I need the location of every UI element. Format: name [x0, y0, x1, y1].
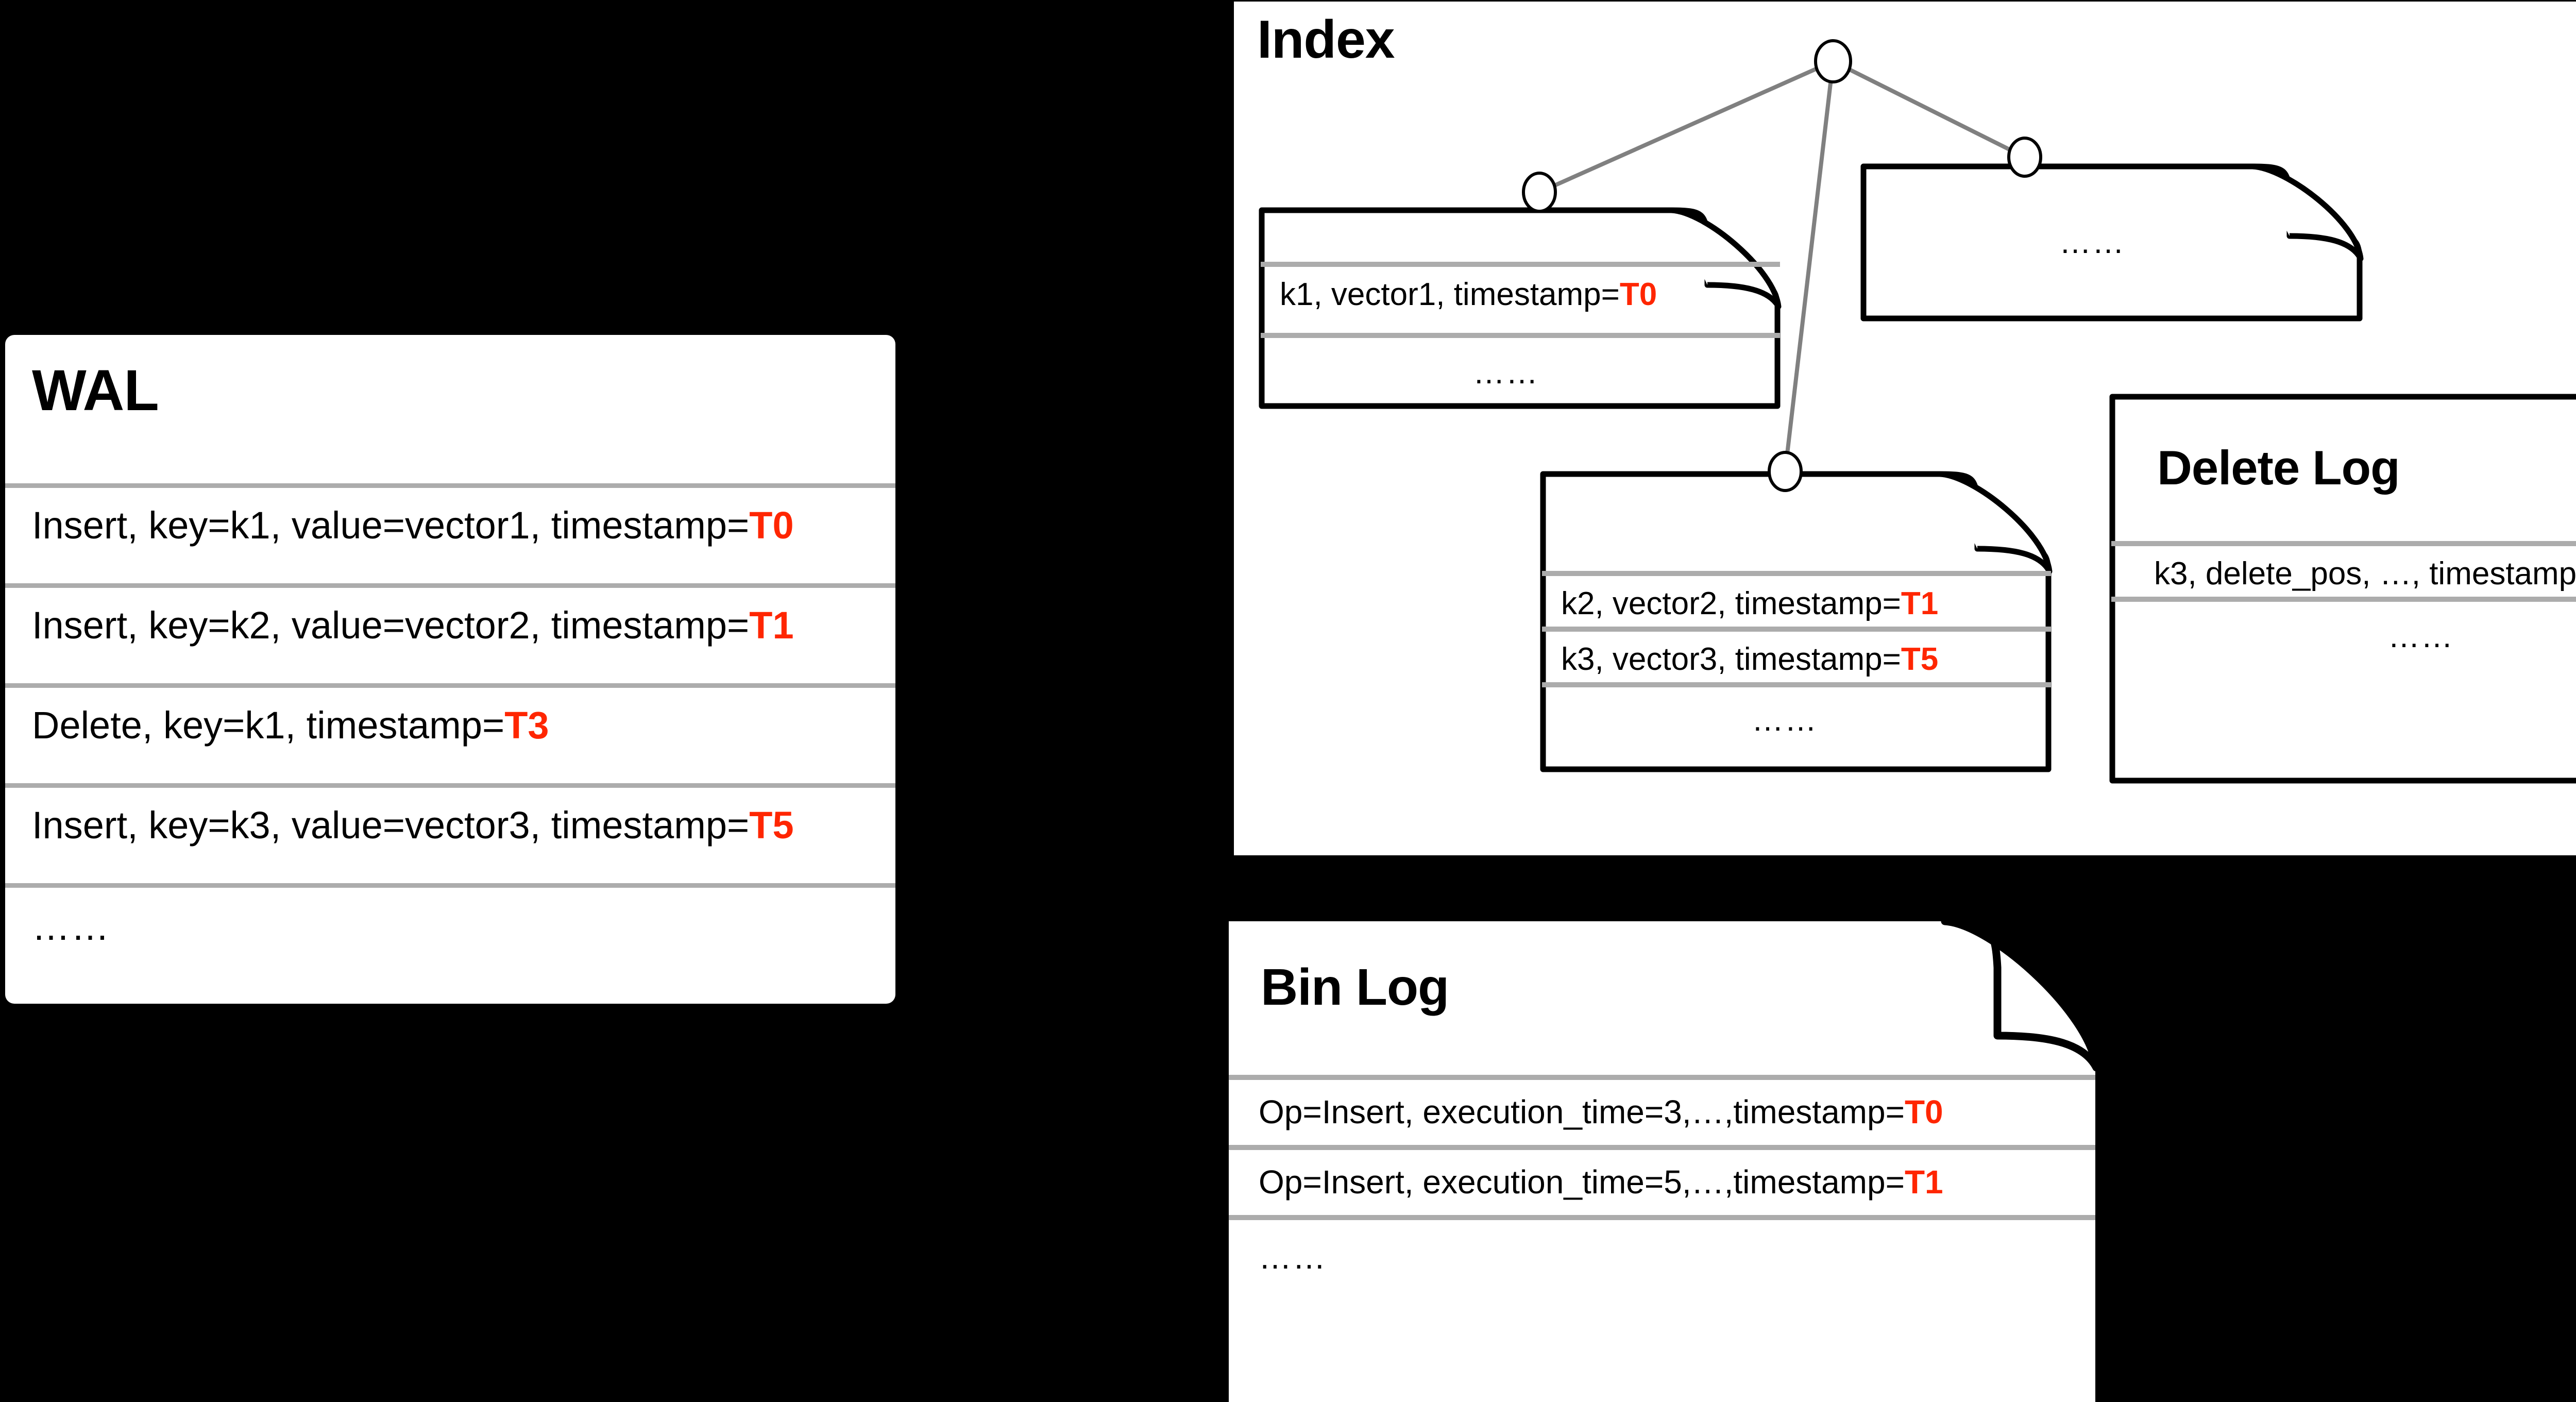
bin-log-body: [1229, 921, 2095, 1402]
wal-panel: WAL Insert, key=k1, value=vector1, times…: [5, 335, 895, 1004]
index-leaf-doc-k1: k1, vector1, timestamp=T0 ……: [1259, 207, 1785, 409]
delete-log-row-text: k3, delete_pos, …, timestamp=: [2154, 556, 2576, 592]
doc-divider-k1-bottom: [1261, 333, 1780, 338]
wal-divider-2: [5, 683, 895, 688]
doc-fold-right: [2252, 163, 2364, 262]
wal-divider-1: [5, 583, 895, 588]
doc-divider-k1-top: [1261, 262, 1780, 267]
index-leaf-row-timestamp: T0: [1619, 277, 1657, 312]
wal-row-text: Insert, key=k1, value=vector1, timestamp…: [32, 504, 750, 547]
index-leaf-row: k2, vector2, timestamp=T1: [1561, 588, 1938, 620]
wal-row-text: Insert, key=k2, value=vector2, timestamp…: [32, 604, 750, 647]
index-leaf-row-timestamp: T5: [1901, 641, 1939, 677]
bin-log-divider-1: [1229, 1145, 2095, 1150]
bin-log-row-timestamp: T0: [1904, 1093, 1943, 1130]
delete-log-ellipsis: ……: [2388, 619, 2454, 654]
wal-divider-0: [5, 483, 895, 488]
bin-log-row-timestamp: T1: [1904, 1163, 1943, 1201]
index-leaf-row-text: k2, vector2, timestamp=: [1561, 586, 1901, 621]
doc-fold-k2k3: [1939, 471, 2053, 575]
delete-log-divider-0: [2111, 541, 2576, 546]
delete-log-title: Delete Log: [2157, 441, 2400, 495]
index-leaf-row: k3, vector3, timestamp=T5: [1561, 644, 1938, 675]
index-leaf-doc-right: ……: [1860, 163, 2366, 322]
wal-row: Delete, key=k1, timestamp=T3: [32, 706, 549, 745]
bin-log-row: Op=Insert, execution_time=3,…,timestamp=…: [1259, 1095, 1943, 1128]
wal-row-timestamp: T3: [504, 704, 549, 747]
wal-row: Insert, key=k3, value=vector3, timestamp…: [32, 806, 794, 844]
index-leaf-doc-k2k3: k2, vector2, timestamp=T1 k3, vector3, t…: [1540, 471, 2056, 772]
bin-log-row-text: Op=Insert, execution_time=5,…,timestamp=: [1259, 1163, 1905, 1201]
wal-divider-3: [5, 783, 895, 788]
index-title: Index: [1257, 10, 1395, 70]
delete-log-divider-1: [2111, 597, 2576, 602]
bin-log-divider-0: [1229, 1075, 2095, 1080]
delete-log-doc: Delete Log k3, delete_pos, …, timestamp=…: [2109, 394, 2576, 784]
doc-divider-k2k3-1: [1542, 627, 2051, 632]
index-leaf-row-text: k1, vector1, timestamp=: [1280, 277, 1620, 312]
wal-row-text: Insert, key=k3, value=vector3, timestamp…: [32, 804, 750, 847]
bin-log-title: Bin Log: [1261, 958, 1449, 1016]
wal-row: Insert, key=k1, value=vector1, timestamp…: [32, 506, 794, 545]
wal-ellipsis: ……: [32, 905, 110, 948]
wal-row-timestamp: T5: [749, 804, 794, 847]
wal-row: Insert, key=k2, value=vector2, timestamp…: [32, 606, 794, 645]
index-leaf-ellipsis-k2k3: ……: [1752, 702, 1818, 738]
bin-log-ellipsis: ……: [1259, 1239, 1327, 1276]
wal-row-text: Delete, key=k1, timestamp=: [32, 704, 505, 747]
wal-divider-4: [5, 883, 895, 888]
index-leaf-ellipsis-right: ……: [2059, 225, 2125, 260]
wal-title: WAL: [32, 358, 159, 423]
doc-divider-k2k3-0: [1542, 571, 2051, 576]
bin-log-divider-2: [1229, 1215, 2095, 1220]
index-leaf-ellipsis-k1: ……: [1473, 355, 1539, 391]
bin-log-row-text: Op=Insert, execution_time=3,…,timestamp=: [1259, 1093, 1905, 1130]
doc-fold-k1: [1671, 207, 1782, 310]
bin-log-row: Op=Insert, execution_time=5,…,timestamp=…: [1259, 1165, 1943, 1198]
wal-row-timestamp: T0: [749, 504, 794, 547]
index-leaf-row: k1, vector1, timestamp=T0: [1280, 279, 1657, 311]
index-leaf-row-text: k3, vector3, timestamp=: [1561, 641, 1901, 677]
bin-log-panel: Bin Log Op=Insert, execution_time=3,…,ti…: [1229, 917, 2226, 1402]
bin-log-fold: [1941, 917, 2100, 1072]
doc-divider-k2k3-2: [1542, 682, 2051, 687]
wal-row-timestamp: T1: [749, 604, 794, 647]
doc-outline-delete-log: [2109, 394, 2576, 784]
index-leaf-row-timestamp: T1: [1901, 586, 1939, 621]
delete-log-row: k3, delete_pos, …, timestamp=T3: [2154, 558, 2576, 590]
